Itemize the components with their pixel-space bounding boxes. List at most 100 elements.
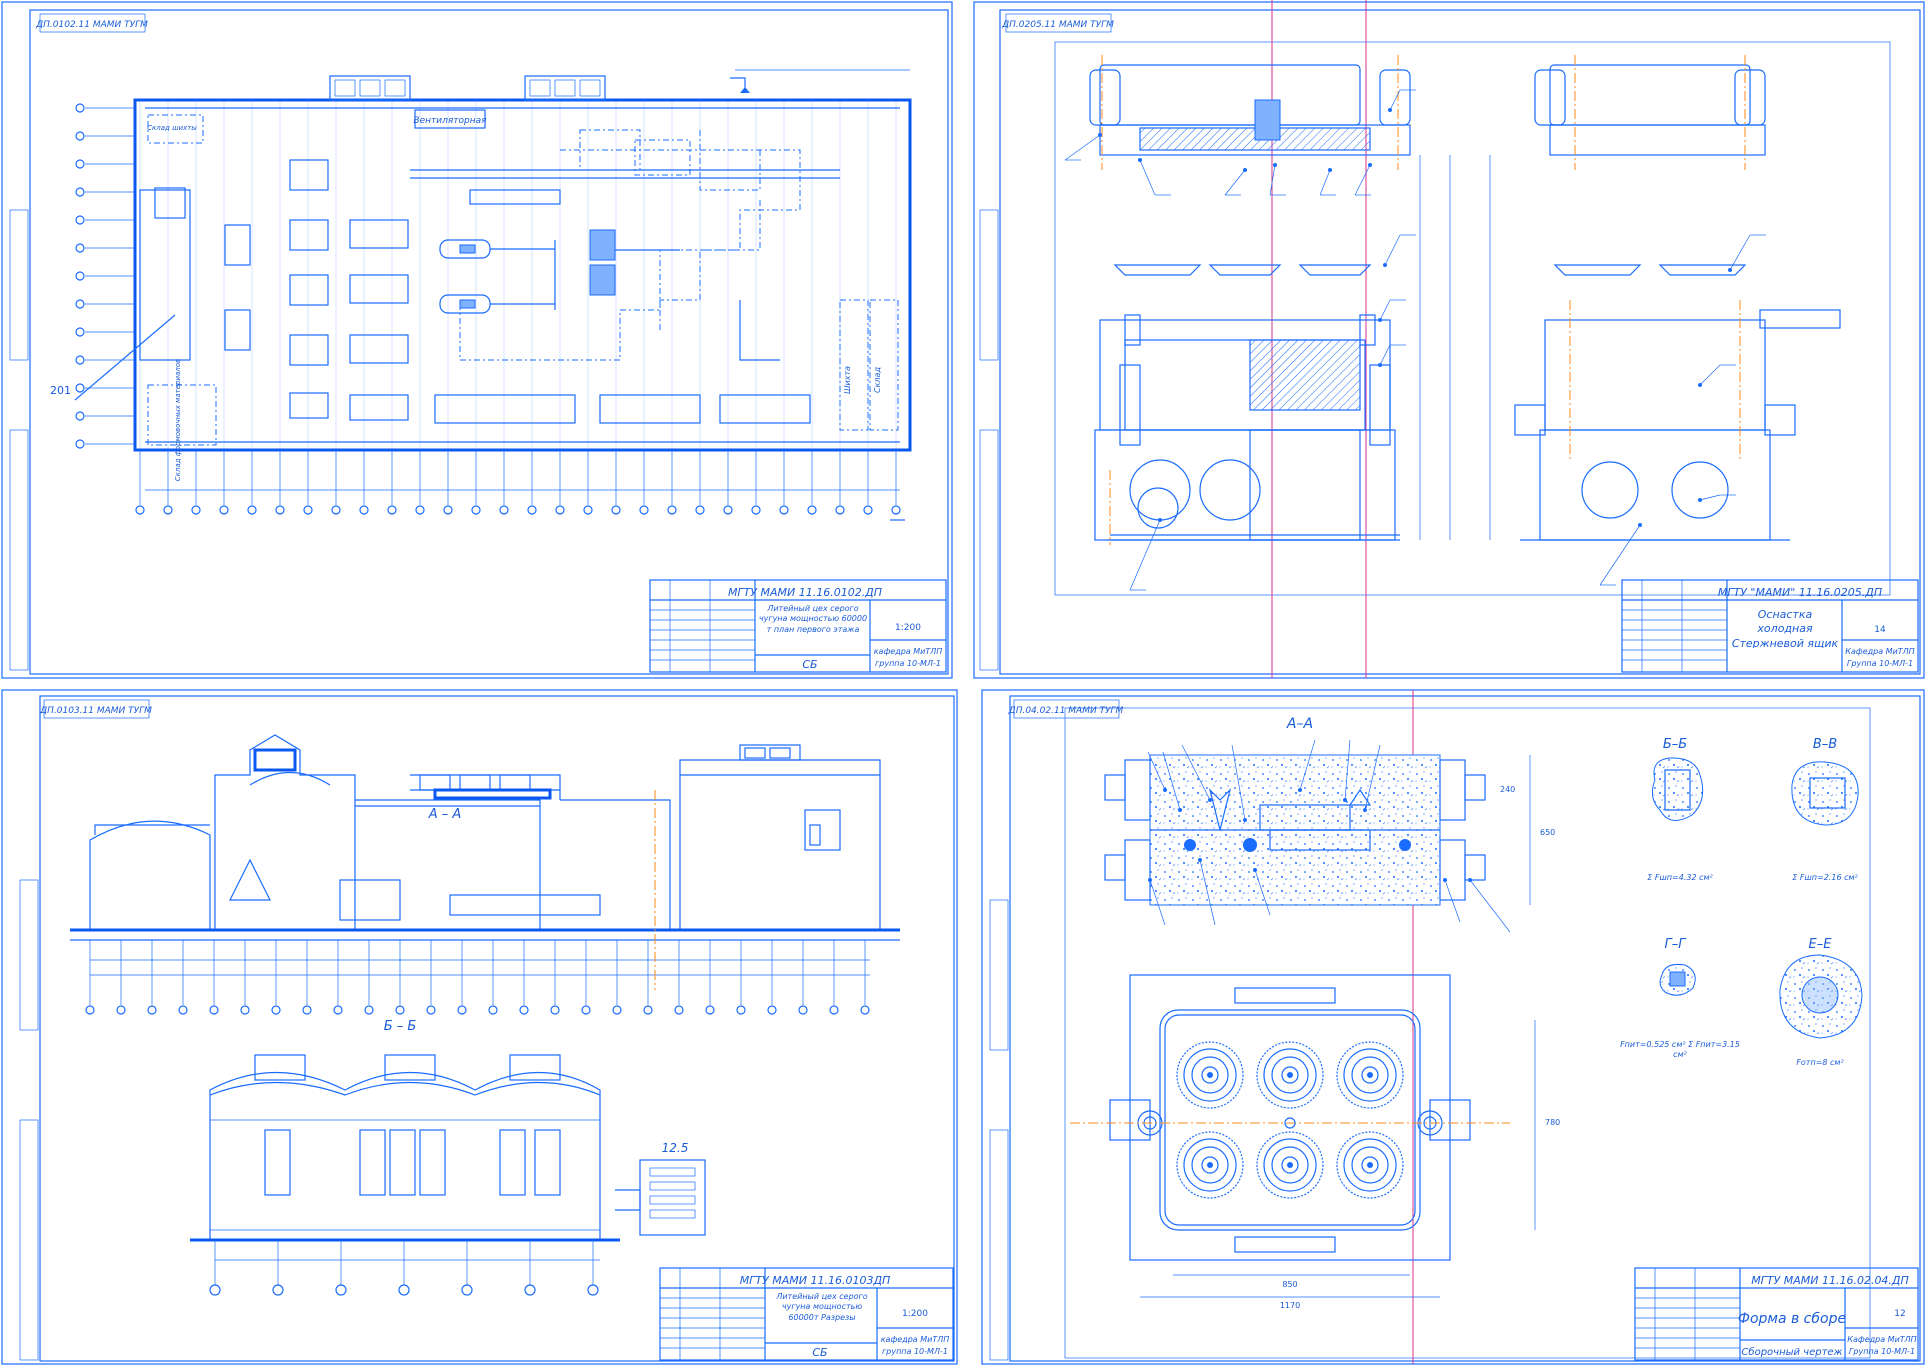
grid-bubble <box>751 505 761 515</box>
sheet3-title-block: МГТУ МАМИ 11.16.0103ДП Литейный цех серо… <box>659 1267 954 1361</box>
dim-850: 850 <box>1282 1280 1297 1289</box>
grid-bubble <box>75 103 85 113</box>
axis-bubble <box>116 1005 126 1015</box>
section-ee-small: Е–Е Fотп=8 см² <box>1779 937 1863 1067</box>
sheet3-stamp-code: МГТУ МАМИ 11.16.0103ДП <box>740 1274 891 1287</box>
sheet4-sheet-num: 12 <box>1894 1309 1905 1319</box>
dim-650: 650 <box>1540 828 1555 837</box>
mold-callouts <box>1147 739 1511 933</box>
sheet4-frame-code: ДП.04.02.11 МАМИ ТУГМ <box>1008 706 1124 716</box>
sheet-plan: Вентиляторная Склад шихты Склад формовоч… <box>1 1 953 679</box>
core-box-front-view <box>1094 264 1400 545</box>
sheet2-stamp-code: МГТУ "МАМИ" 11.16.0205.ДП <box>1718 586 1882 599</box>
plan-building-outline <box>133 98 912 452</box>
sheet2-dept: Кафедра МиТЛП <box>1845 647 1914 656</box>
grid-bubble <box>75 243 85 253</box>
sheet3-frame-code: ДП.0103.11 МАМИ ТУГМ <box>39 706 152 716</box>
section-vv-small: В–В Σ Fшп=2.16 см² <box>1791 737 1859 882</box>
axis-bubble <box>736 1005 746 1015</box>
grid-bubble <box>471 505 481 515</box>
section-bb-small: Б–Б Σ Fшп=4.32 см² <box>1647 737 1713 882</box>
grid-bubble <box>415 505 425 515</box>
section-bb-name: Б–Б <box>1663 737 1687 752</box>
cavity-gear <box>1176 1041 1244 1109</box>
grid-bubble <box>135 505 145 515</box>
grid-bubble <box>247 505 257 515</box>
grid-bubble <box>75 131 85 141</box>
section-bb-axes <box>209 1240 600 1296</box>
section-bb <box>190 1054 706 1242</box>
sheet2-stamp-title: Оснастка холодная Стержневой ящик <box>1731 608 1839 648</box>
sheet-mold-assembly: А–А <box>981 689 1925 1365</box>
axis-bubble <box>643 1005 653 1015</box>
grid-bubble <box>75 271 85 281</box>
sheet2-title-block: МГТУ "МАМИ" 11.16.0205.ДП Оснастка холод… <box>1621 579 1919 673</box>
grid-bubble <box>75 187 85 197</box>
section-gg-name: Г–Г <box>1665 937 1688 952</box>
axis-bubble <box>240 1005 250 1015</box>
section-aa-axes <box>85 940 870 1015</box>
grid-bubble <box>611 505 621 515</box>
grid-bubble <box>639 505 649 515</box>
sheet3-stamp-title: Литейный цех серого чугуна мощностью 600… <box>776 1292 868 1322</box>
sheet-core-box: МГТУ "МАМИ" 11.16.0205.ДП Оснастка холод… <box>973 0 1925 679</box>
cavity-gear <box>1256 1131 1324 1199</box>
sheet1-title-block: МГТУ МАМИ 11.16.0102.ДП Литейный цех сер… <box>649 579 947 673</box>
section-aa <box>70 734 900 941</box>
section-gg-small: Г–Г Fпит=0.525 см² Σ Fпит=3.15 см² <box>1620 937 1740 1060</box>
grid-bubble <box>583 505 593 515</box>
grid-bubble <box>807 505 817 515</box>
section-gg-formula: Fпит=0.525 см² Σ Fпит=3.15 см² <box>1620 1040 1740 1060</box>
grid-bubble <box>191 505 201 515</box>
axis-bubble <box>178 1005 188 1015</box>
sheet4-stamp-code: МГТУ МАМИ 11.16.02.04.ДП <box>1751 1274 1909 1287</box>
sheet4-doc: Сборочный чертеж <box>1741 1346 1842 1358</box>
cavity-gear <box>1256 1041 1324 1109</box>
axis-bubble <box>209 1005 219 1015</box>
axis-bubble <box>587 1284 599 1296</box>
grid-bubble <box>835 505 845 515</box>
sheet2-frame-code: ДП.0205.11 МАМИ ТУГМ <box>1001 20 1114 30</box>
axis-bubble <box>364 1005 374 1015</box>
sheet4-stamp-title: Форма в сборе <box>1738 1311 1846 1327</box>
axis-bubble <box>457 1005 467 1015</box>
grid-bubble <box>75 159 85 169</box>
sheet1-frame-code: ДП.0102.11 МАМИ ТУГМ <box>35 20 148 30</box>
cavity-gear <box>1336 1131 1404 1199</box>
grid-bubble <box>723 505 733 515</box>
axis-bubble <box>335 1284 347 1296</box>
mold-section-view <box>1104 754 1486 906</box>
axis-bubble <box>488 1005 498 1015</box>
grid-bubble <box>863 505 873 515</box>
sheet3-scale: 1:200 <box>902 1309 928 1319</box>
grid-bubble <box>75 439 85 449</box>
sheet1-scale: 1:200 <box>895 623 921 633</box>
dim-240: 240 <box>1500 785 1515 794</box>
mold-cavities <box>1176 1041 1404 1199</box>
store-label: Склад <box>873 367 882 393</box>
axis-bubble <box>333 1005 343 1015</box>
mold-section-aa: А–А <box>1286 716 1313 732</box>
axis-bubble <box>798 1005 808 1015</box>
core-box-top-view <box>1089 55 1766 170</box>
axis-bubble <box>612 1005 622 1015</box>
section-aa-label: А – А <box>428 807 462 822</box>
grid-bubble <box>75 411 85 421</box>
axis-bubble <box>302 1005 312 1015</box>
axis-bubble <box>860 1005 870 1015</box>
grid-bubble <box>75 299 85 309</box>
plan-column-grid <box>135 100 901 515</box>
sheet1-dept: кафедра МиТЛП <box>874 647 943 656</box>
grid-bubble <box>163 505 173 515</box>
axis-bubble <box>85 1005 95 1015</box>
grid-bubble <box>695 505 705 515</box>
grid-bubble <box>387 505 397 515</box>
sheet1-border <box>1 1 953 679</box>
mark-12-5: 12.5 <box>662 1141 689 1155</box>
grid-bubble <box>75 215 85 225</box>
sheet4-group: Группа 10-МЛ-1 <box>1849 1347 1915 1356</box>
grid-bubble <box>891 505 901 515</box>
charge-store-label: Склад шихты <box>147 124 197 132</box>
section-ee-name: Е–Е <box>1809 937 1833 952</box>
axis-bubble <box>271 1005 281 1015</box>
